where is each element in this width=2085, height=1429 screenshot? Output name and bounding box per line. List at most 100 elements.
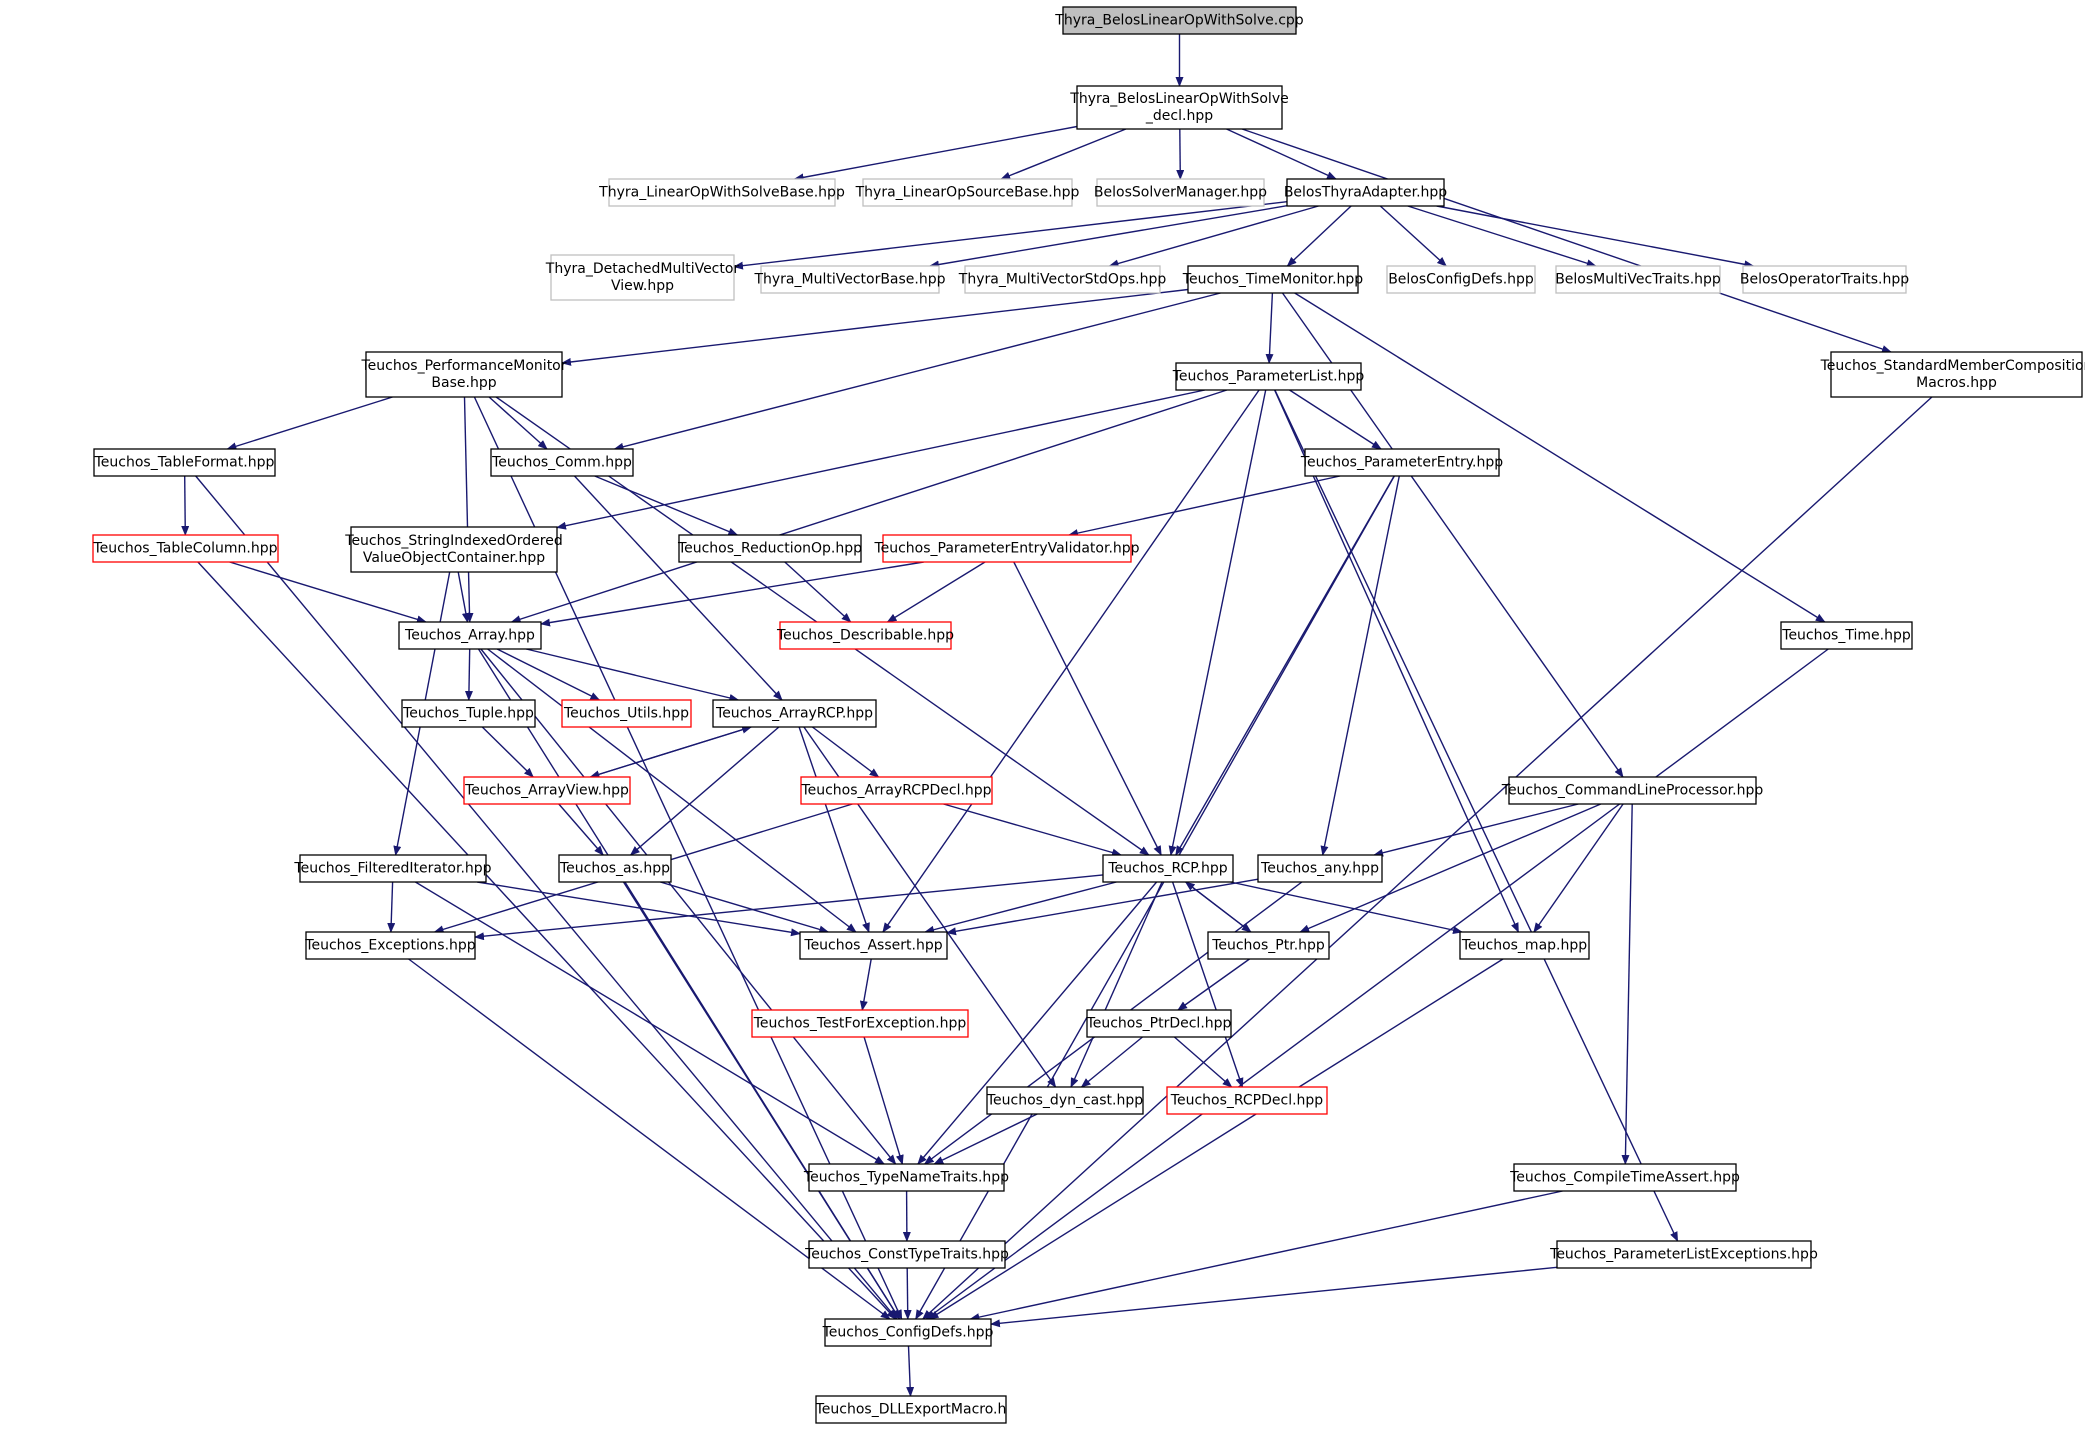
node-teuchos-time-hpp[interactable]: Teuchos_Time.hpp [1780,621,1913,650]
edge-teuchos-comm-hpp-to-teuchos-arrayrcp-hpp [573,475,783,701]
node-teuchos-typenametraits-hpp[interactable]: Teuchos_TypeNameTraits.hpp [803,1163,1009,1192]
node-label: Teuchos_StringIndexedOrdered [344,533,562,549]
node-teuchos-ptrdecl-hpp[interactable]: Teuchos_PtrDecl.hpp [1086,1009,1232,1038]
node-teuchos-exceptions-hpp[interactable]: Teuchos_Exceptions.hpp [304,931,476,960]
node-box [1555,265,1721,294]
node-thyra-linearopwithsolvebase-hpp[interactable]: Thyra_LinearOpWithSolveBase.hpp [598,178,845,207]
edge-teuchos-comm-hpp-to-teuchos-reductionop-hpp [594,475,739,536]
node-teuchos-as-hpp[interactable]: Teuchos_as.hpp [558,854,672,883]
node-teuchos-rcp-hpp[interactable]: Teuchos_RCP.hpp [1102,854,1234,883]
node-label: Teuchos_TimeMonitor.hpp [1182,272,1363,288]
node-teuchos-tableformat-hpp[interactable]: Teuchos_TableFormat.hpp [93,448,276,477]
node-box [712,699,877,728]
edge-teuchos-performancemonitorbase-hpp-to-teuchos-array-hpp [463,396,474,623]
node-teuchos-parameterentryvalidator-hpp[interactable]: Teuchos_ParameterEntryValidator.hpp [873,534,1140,563]
node-teuchos-describable-hpp[interactable]: Teuchos_Describable.hpp [776,621,954,650]
node-box [760,265,940,294]
node-label: Teuchos_ParameterListExceptions.hpp [1549,1247,1818,1263]
node-teuchos-array-hpp[interactable]: Teuchos_Array.hpp [398,621,542,650]
node-label: Teuchos_dyn_cast.hpp [986,1093,1143,1109]
node-belossolvermanager-hpp[interactable]: BelosSolverManager.hpp [1094,178,1267,207]
node-belosthyraadapter-hpp[interactable]: BelosThyraAdapter.hpp [1284,178,1447,207]
node-teuchos-map-hpp[interactable]: Teuchos_map.hpp [1459,931,1590,960]
edge-teuchos-rcp-hpp-to-teuchos-dyn-cast-hpp [1070,881,1163,1088]
node-teuchos-rcpdecl-hpp[interactable]: Teuchos_RCPDecl.hpp [1166,1086,1328,1115]
node-teuchos-utils-hpp[interactable]: Teuchos_Utils.hpp [561,699,692,728]
node-thyra-beloslinearopwithsolve-decl-hpp[interactable]: Thyra_BelosLinearOpWithSolve_decl.hpp [1069,85,1289,130]
node-teuchos-comm-hpp[interactable]: Teuchos_Comm.hpp [490,448,634,477]
node-teuchos-stringindexedorderedvalueobjectcontainer-hpp[interactable]: Teuchos_StringIndexedOrderedValueObjectC… [344,526,563,573]
edge-teuchos-parameterentry-hpp-to-teuchos-parameterentryvalidator-hpp [1068,475,1341,537]
edge-belosthyraadapter-hpp-to-belosconfigdefs-hpp [1379,205,1447,267]
node-belosmultivectraits-hpp[interactable]: BelosMultiVecTraits.hpp [1555,265,1721,294]
node-box [608,178,836,207]
edge-teuchos-ptrdecl-hpp-to-teuchos-dyn-cast-hpp [1080,1036,1143,1088]
node-teuchos-consttypetraits-hpp[interactable]: Teuchos_ConstTypeTraits.hpp [804,1240,1009,1269]
node-teuchos-arrayrcpdecl-hpp[interactable]: Teuchos_ArrayRCPDecl.hpp [800,776,993,805]
node-teuchos-configdefs-hpp[interactable]: Teuchos_ConfigDefs.hpp [822,1318,994,1347]
node-box [490,448,634,477]
node-thyra-multivectorbase-hpp[interactable]: Thyra_MultiVectorBase.hpp [753,265,946,294]
edge-teuchos-time-hpp-to-teuchos-configdefs-hpp [925,648,1829,1320]
node-teuchos-filterediterator-hpp[interactable]: Teuchos_FilteredIterator.hpp [293,854,492,883]
edge-teuchos-commandlineprocessor-hpp-to-teuchos-map-hpp [1533,803,1624,933]
node-label: Teuchos_Describable.hpp [776,628,954,644]
edge-teuchos-parameterlistexceptions-hpp-to-teuchos-configdefs-hpp [990,1266,1558,1328]
edge-teuchos-arrayrcp-hpp-to-teuchos-assert-hpp [798,726,870,933]
node-teuchos-arrayview-hpp[interactable]: Teuchos_ArrayView.hpp [463,776,631,805]
node-box [1459,931,1590,960]
node-box [92,534,279,563]
edge-teuchos-tableformat-hpp-to-teuchos-tablecolumn-hpp [181,475,190,536]
edge-thyra-beloslinearopwithsolve-decl-hpp-to-belossolvermanager-hpp [1176,128,1185,180]
node-thyra-linearopsourcebase-hpp[interactable]: Thyra_LinearOpSourceBase.hpp [855,178,1080,207]
node-teuchos-testforexception-hpp[interactable]: Teuchos_TestForException.hpp [751,1009,969,1038]
node-label: Thyra_BelosLinearOpWithSolve.cpp [1054,13,1303,29]
node-teuchos-parameterlistexceptions-hpp[interactable]: Teuchos_ParameterListExceptions.hpp [1549,1240,1818,1269]
edge-teuchos-array-hpp-to-teuchos-assert-hpp [487,648,857,933]
node-label: Thyra_MultiVectorBase.hpp [753,272,945,288]
node-teuchos-timemonitor-hpp[interactable]: Teuchos_TimeMonitor.hpp [1182,265,1363,294]
node-teuchos-parameterlist-hpp[interactable]: Teuchos_ParameterList.hpp [1172,362,1365,391]
node-label: Thyra_MultiVectorStdOps.hpp [958,272,1167,288]
edge-teuchos-parameterlist-hpp-to-teuchos-parameterlistexceptions-hpp [1274,389,1679,1242]
edge-teuchos-parameterlist-hpp-to-teuchos-parameterentry-hpp [1289,389,1382,450]
node-teuchos-assert-hpp[interactable]: Teuchos_Assert.hpp [799,931,948,960]
node-teuchos-tablecolumn-hpp[interactable]: Teuchos_TableColumn.hpp [92,534,279,563]
edge-teuchos-performancemonitorbase-hpp-to-teuchos-comm-hpp [488,396,548,450]
node-teuchos-dyn-cast-hpp[interactable]: Teuchos_dyn_cast.hpp [986,1086,1144,1115]
node-thyra-multivectorstdops-hpp[interactable]: Thyra_MultiVectorStdOps.hpp [958,265,1167,294]
node-box [1187,265,1359,294]
node-label: Teuchos_Assert.hpp [803,938,942,954]
node-teuchos-ptr-hpp[interactable]: Teuchos_Ptr.hpp [1207,931,1330,960]
edge-teuchos-arrayview-hpp-to-teuchos-arrayrcp-hpp [590,725,753,778]
node-teuchos-parameterentry-hpp[interactable]: Teuchos_ParameterEntry.hpp [1300,448,1503,477]
edge-belosthyraadapter-hpp-to-thyra-detachedmultivectorview-hpp [733,201,1288,270]
node-label: Macros.hpp [1916,375,1997,391]
node-belosoperatortraits-hpp[interactable]: BelosOperatorTraits.hpp [1740,265,1909,294]
edge-teuchos-standardmembercompositionmacros-hpp-to-teuchos-configdefs-hpp [922,396,1933,1320]
node-teuchos-commandlineprocessor-hpp[interactable]: Teuchos_CommandLineProcessor.hpp [1501,776,1764,805]
node-teuchos-standardmembercompositionmacros-hpp[interactable]: Teuchos_StandardMemberCompositionMacros.… [1820,351,2085,398]
node-box [1780,621,1913,650]
edge-belosthyraadapter-hpp-to-thyra-multivectorstdops-hpp [1108,205,1319,268]
node-box [1175,362,1362,391]
node-teuchos-tuple-hpp[interactable]: Teuchos_Tuple.hpp [401,699,536,728]
node-teuchos-reductionop-hpp[interactable]: Teuchos_ReductionOp.hpp [677,534,862,563]
edge-teuchos-reductionop-hpp-to-teuchos-describable-hpp [784,561,852,623]
node-teuchos-dllexportmacro-h[interactable]: Teuchos_DLLExportMacro.h [815,1395,1007,1424]
node-teuchos-arrayrcp-hpp[interactable]: Teuchos_ArrayRCP.hpp [712,699,877,728]
node-box [1062,6,1297,35]
edge-teuchos-tuple-hpp-to-teuchos-arrayview-hpp [481,726,534,778]
node-box [815,1395,1007,1424]
node-box [678,534,862,563]
edge-teuchos-commandlineprocessor-hpp-to-teuchos-ptr-hpp [1299,803,1602,933]
edge-teuchos-performancemonitorbase-hpp-to-teuchos-tableformat-hpp [226,396,393,451]
node-label: Teuchos_Ptr.hpp [1211,938,1325,954]
node-belosconfigdefs-hpp[interactable]: BelosConfigDefs.hpp [1386,265,1536,294]
node-box [964,265,1161,294]
node-teuchos-any-hpp[interactable]: Teuchos_any.hpp [1257,854,1383,883]
node-teuchos-compiletimeassert-hpp[interactable]: Teuchos_CompileTimeAssert.hpp [1509,1163,1740,1192]
node-label: BelosConfigDefs.hpp [1388,272,1534,288]
